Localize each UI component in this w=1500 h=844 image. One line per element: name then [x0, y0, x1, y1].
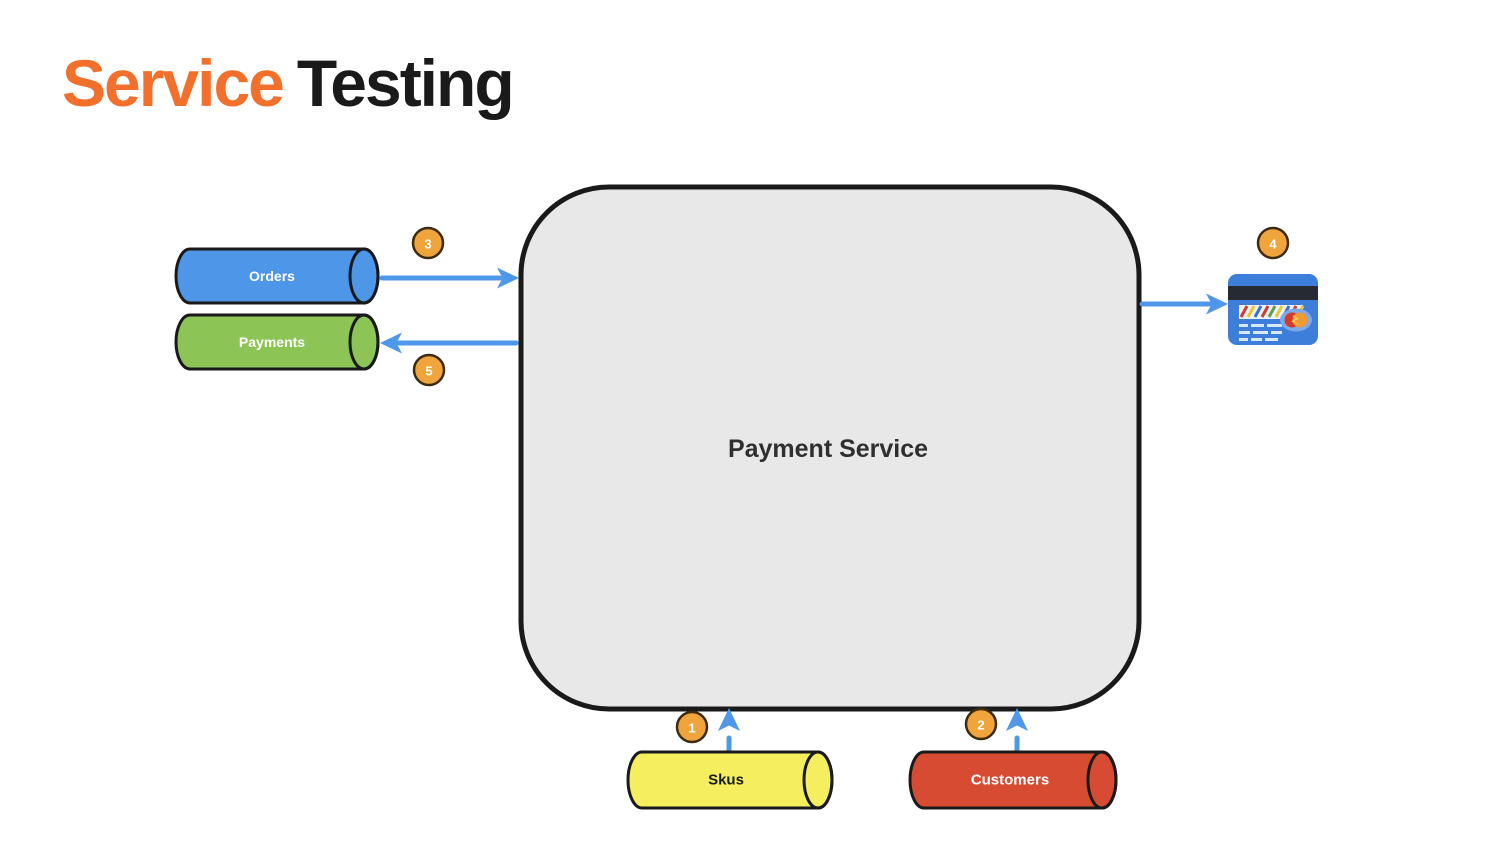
step-badge-circle [411, 226, 445, 260]
store-label: Skus [708, 772, 744, 789]
step-badge-circle [964, 707, 998, 741]
cylinder-cap [348, 313, 380, 371]
step-badge-3: 3 [411, 226, 445, 260]
step-badge-4: 4 [1256, 226, 1290, 260]
cylinder-cap [1086, 750, 1118, 810]
store-cylinder-skus: Skus [626, 750, 834, 810]
step-badge-2: 2 [964, 707, 998, 741]
step-badge-number: 1 [688, 721, 695, 736]
cylinder-cap [802, 750, 834, 810]
payment-service-label: Payment Service [728, 435, 928, 463]
arrow-head [1206, 293, 1228, 315]
title-rest: Testing [296, 46, 515, 120]
credit-card-icon [1228, 274, 1318, 345]
step-badge-number: 2 [977, 718, 984, 733]
arrow-head [497, 267, 519, 289]
arrow-head [380, 332, 402, 354]
arrow-service-to-payments [380, 332, 519, 354]
store-cylinder-payments: Payments [174, 313, 380, 371]
step-badge-number: 4 [1269, 237, 1277, 252]
payment-service-box: Payment Service [518, 184, 1142, 712]
arrow-customers-to-service [1006, 708, 1028, 755]
arrow-head [718, 708, 740, 731]
store-cylinder-orders: Orders [174, 247, 380, 305]
card-magnetic-stripe [1228, 286, 1318, 300]
store-label: Payments [239, 334, 305, 350]
arrow-service-to-card [1139, 293, 1228, 315]
card-text-lines [1239, 324, 1282, 341]
payment-service-box-shape [518, 184, 1142, 712]
step-badge-circle [1256, 226, 1290, 260]
step-badge-1: 1 [675, 710, 709, 744]
step-badge-5: 5 [412, 353, 446, 387]
step-badge-number: 3 [424, 237, 431, 252]
store-label: Customers [971, 772, 1049, 789]
title-highlight: Service [62, 46, 285, 120]
arrow-orders-to-service [379, 267, 519, 289]
arrow-head [1006, 708, 1028, 731]
cylinder-cap [348, 247, 380, 305]
step-badge-circle [675, 710, 709, 744]
step-badge-circle [412, 353, 446, 387]
store-cylinder-customers: Customers [908, 750, 1118, 810]
step-badge-number: 5 [425, 364, 432, 379]
card-logo [1280, 308, 1312, 332]
arrow-skus-to-service [718, 708, 740, 755]
store-label: Orders [249, 268, 295, 284]
